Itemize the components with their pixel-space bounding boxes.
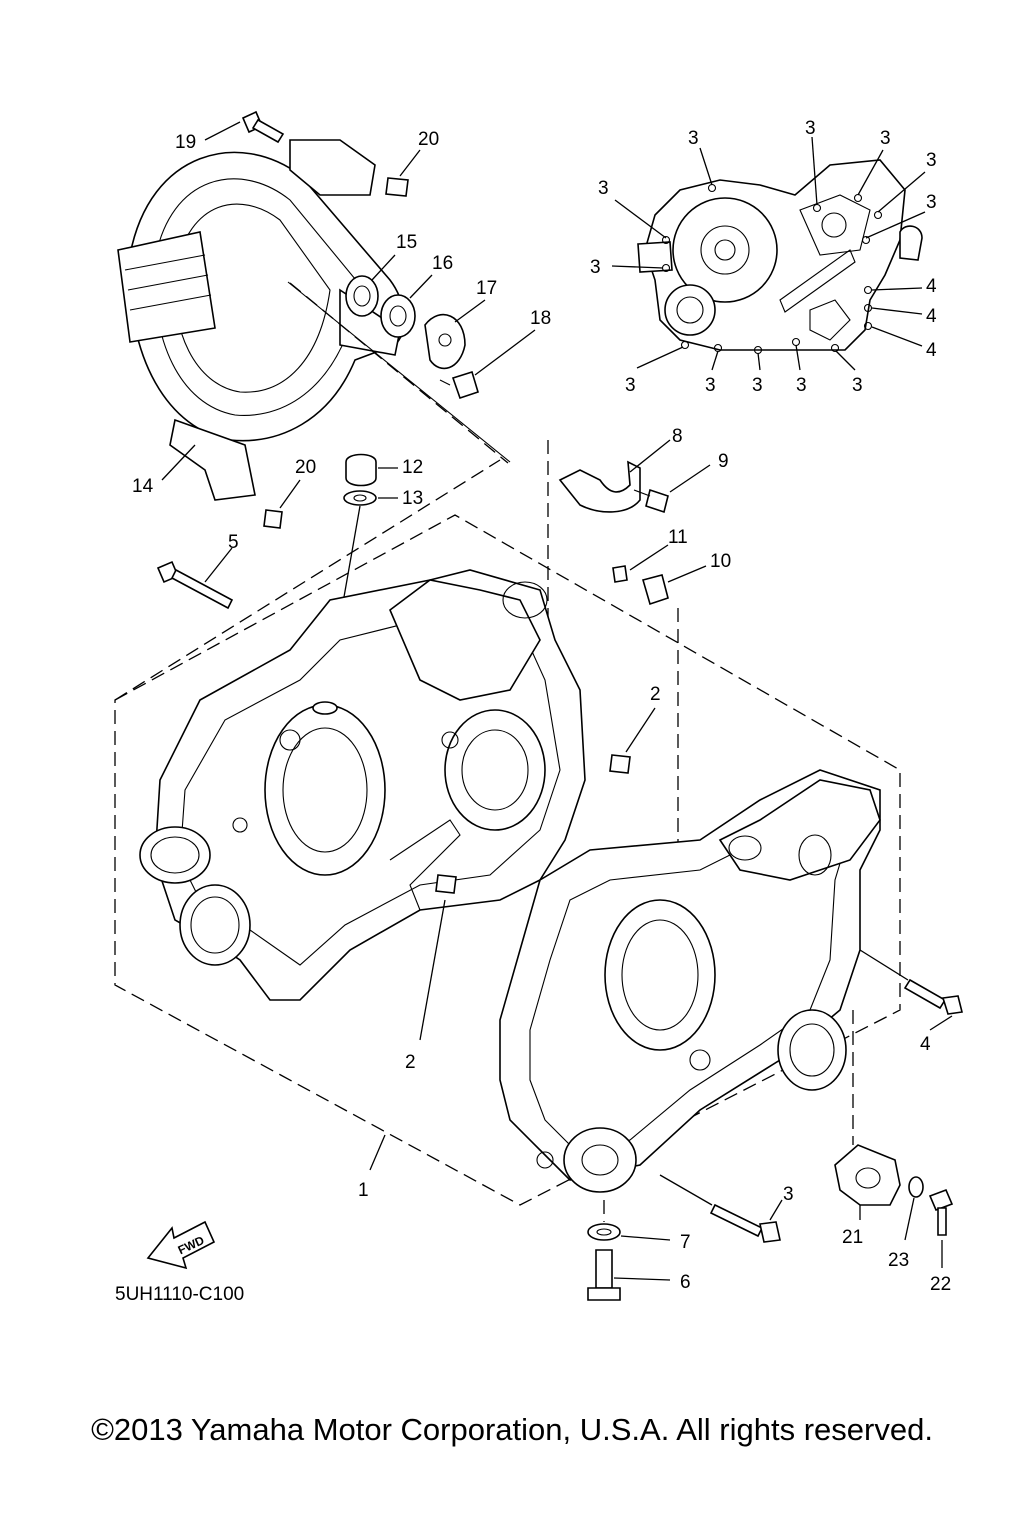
forward-arrow-icon: FWD bbox=[146, 1220, 216, 1270]
dowel-pin-20-lower bbox=[263, 479, 301, 529]
inset-callout-3-h: 3 bbox=[625, 375, 636, 396]
callout-19: 19 bbox=[175, 132, 196, 153]
callout-7: 7 bbox=[680, 1232, 691, 1253]
callout-8: 8 bbox=[672, 426, 683, 447]
inset-callout-4-a: 4 bbox=[926, 276, 937, 297]
inset-callout-3-b: 3 bbox=[805, 118, 816, 139]
callout-21: 21 bbox=[842, 1227, 863, 1248]
plug-12 bbox=[345, 453, 398, 487]
alignment-line-top-dash bbox=[289, 282, 509, 464]
callout-4: 4 bbox=[920, 1034, 931, 1055]
inset-callout-3-l: 3 bbox=[852, 375, 863, 396]
bolt-9 bbox=[633, 464, 711, 514]
inset-callout-3-j: 3 bbox=[752, 375, 763, 396]
washer-7 bbox=[587, 1200, 671, 1241]
callout-13: 13 bbox=[402, 488, 423, 509]
inset-callout-4-c: 4 bbox=[926, 340, 937, 361]
bolt-18 bbox=[439, 329, 536, 400]
bolt-22 bbox=[928, 1188, 954, 1268]
plate-17 bbox=[424, 299, 486, 370]
inset-callout-3-g: 3 bbox=[590, 257, 601, 278]
callout-2-left: 2 bbox=[405, 1052, 416, 1073]
crankcase-cover bbox=[117, 139, 405, 501]
callout-2-right: 2 bbox=[650, 684, 661, 705]
diagram-code: 5UH1110-C100 bbox=[115, 1284, 244, 1305]
bolt-3-lower bbox=[659, 1174, 783, 1243]
callout-16: 16 bbox=[432, 253, 453, 274]
callout-5: 5 bbox=[228, 532, 239, 553]
oil-seal-16 bbox=[380, 274, 433, 338]
dowel-pin-2-right bbox=[609, 707, 656, 774]
washer-23 bbox=[904, 1176, 924, 1241]
callout-20-top: 20 bbox=[418, 129, 439, 150]
leader-1 bbox=[369, 1134, 386, 1171]
leader-14 bbox=[161, 444, 196, 481]
inset-callout-3-e: 3 bbox=[926, 192, 937, 213]
callout-23: 23 bbox=[888, 1250, 909, 1271]
callout-17: 17 bbox=[476, 278, 497, 299]
callout-1: 1 bbox=[358, 1180, 369, 1201]
bolt-4 bbox=[859, 949, 963, 1031]
inset-callout-3-a: 3 bbox=[688, 128, 699, 149]
callout-6: 6 bbox=[680, 1272, 691, 1293]
bolt-19 bbox=[204, 110, 285, 144]
cover-21 bbox=[834, 1144, 901, 1220]
inset-callout-3-d: 3 bbox=[926, 150, 937, 171]
inset-engine-view bbox=[611, 136, 926, 371]
right-crankcase bbox=[499, 769, 881, 1193]
callout-18: 18 bbox=[530, 308, 551, 329]
callout-15: 15 bbox=[396, 232, 417, 253]
callout-22: 22 bbox=[930, 1274, 951, 1295]
callout-9: 9 bbox=[718, 451, 729, 472]
dowel-pin-2-left bbox=[419, 874, 457, 1041]
dowel-pin-20-top bbox=[385, 149, 421, 197]
callout-11: 11 bbox=[668, 527, 688, 548]
callout-14: 14 bbox=[132, 476, 154, 497]
callout-10: 10 bbox=[710, 551, 731, 572]
inset-callout-3-f: 3 bbox=[598, 178, 609, 199]
copyright-notice: ©2013 Yamaha Motor Corporation, U.S.A. A… bbox=[91, 1412, 933, 1447]
clip-10 bbox=[642, 565, 707, 606]
callout-12: 12 bbox=[402, 457, 423, 478]
left-crankcase bbox=[139, 569, 586, 1001]
callout-3: 3 bbox=[783, 1184, 794, 1205]
screw-11 bbox=[612, 544, 669, 583]
inset-callout-3-i: 3 bbox=[705, 375, 716, 396]
inset-callout-4-b: 4 bbox=[926, 306, 937, 327]
bracket-8 bbox=[558, 439, 671, 513]
bearing-15 bbox=[345, 254, 396, 317]
inset-callout-3-k: 3 bbox=[796, 375, 807, 396]
drain-bolt-6 bbox=[587, 1249, 671, 1301]
callout-20-lower: 20 bbox=[295, 457, 316, 478]
bolt-5 bbox=[156, 547, 234, 610]
inset-callout-3-c: 3 bbox=[880, 128, 891, 149]
